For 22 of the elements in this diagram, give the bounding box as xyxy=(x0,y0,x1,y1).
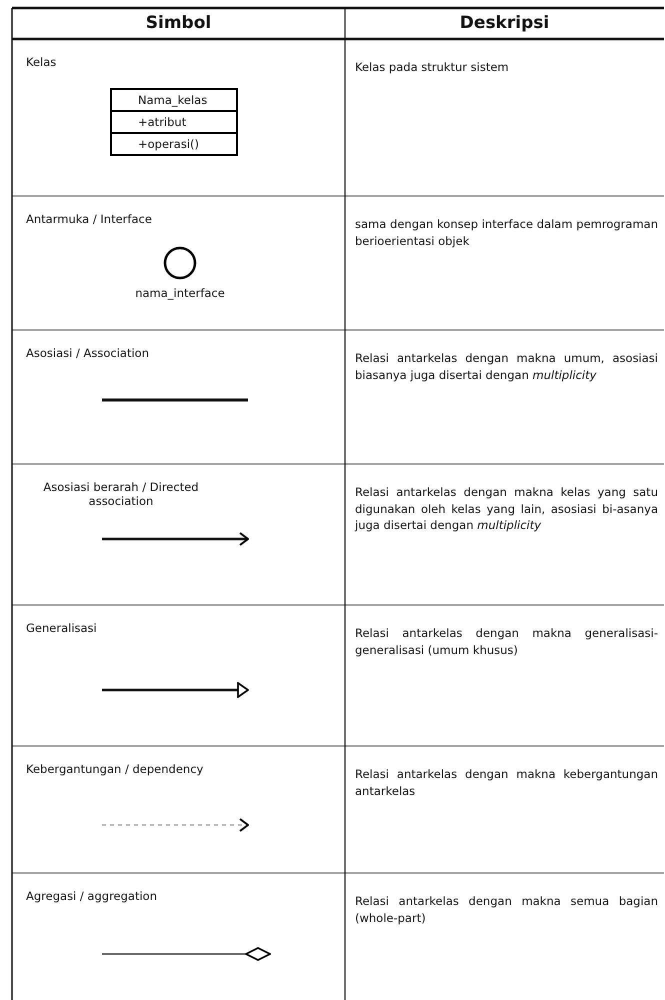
description-text: Relasi antarkelas dengan makna semua bagian (whole-part) xyxy=(355,893,658,926)
description-text: Kelas pada struktur sistem xyxy=(355,59,510,76)
class-name: Nama_kelas xyxy=(137,92,208,109)
description-text: Relasi antarkelas dengan makna umum, asosiasi biasanya juga disertai dengan multiplicity xyxy=(355,350,658,384)
interface-name: nama_interface xyxy=(134,286,226,300)
operation-text: +operasi() xyxy=(112,132,236,154)
symbol-name: Asosiasi berarah / Directed association xyxy=(42,480,200,508)
symbol-name: Kebergantungan / dependency xyxy=(26,762,204,776)
description-text: Relasi antarkelas dengan makna kebergantungan antarkelas xyxy=(355,766,658,800)
description-text: Relasi antarkelas dengan makna kelas yang satu digunakan oleh kelas yang lain, asosiasi bi-asanya juga disertai dengan multiplicity xyxy=(355,484,658,534)
symbol-name: Agregasi / aggregation xyxy=(26,889,158,903)
column-header: Simbol xyxy=(144,13,212,33)
symbol-name: Asosiasi / Association xyxy=(26,346,150,360)
class-box xyxy=(110,88,238,156)
column-header: Deskripsi xyxy=(458,13,550,33)
description-text: Relasi antarkelas dengan makna generalisasi-generalisasi (umum khusus) xyxy=(355,625,658,658)
symbol-name: Kelas xyxy=(26,55,58,69)
interface-circle xyxy=(163,246,197,280)
symbol-name: Antarmuka / Interface xyxy=(26,212,153,226)
symbol-name: Generalisasi xyxy=(26,621,98,635)
attribute-text: +atribut xyxy=(112,110,236,132)
description-text: sama dengan konsep interface dalam pemrograman berioerientasi objek xyxy=(355,216,658,250)
